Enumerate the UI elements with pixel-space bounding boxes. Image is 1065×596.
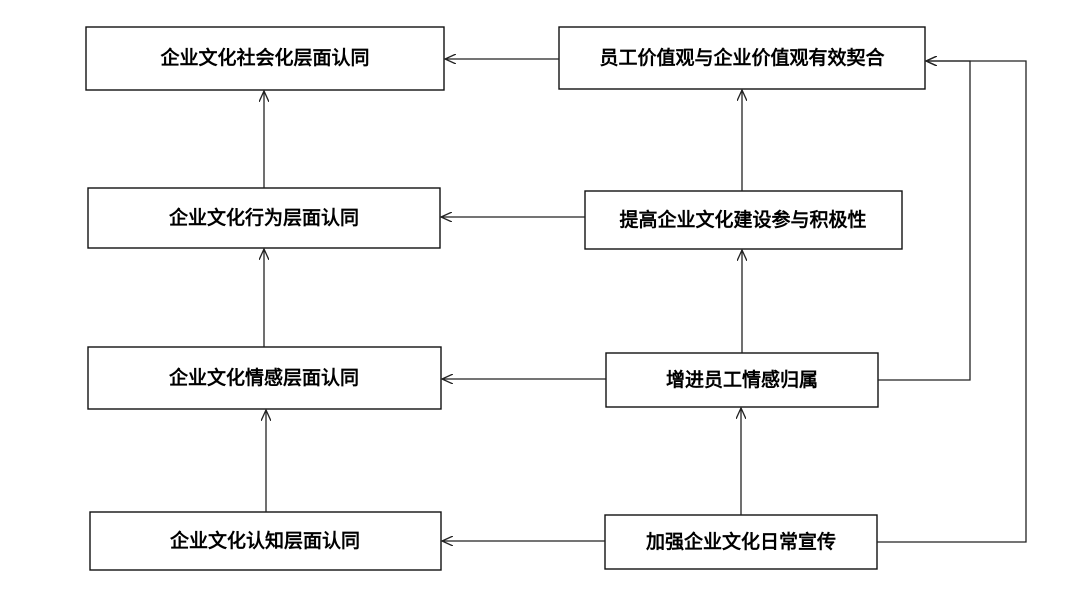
node-promotion-label: 加强企业文化日常宣传: [645, 530, 836, 553]
node-emotion-identity: 企业文化情感层面认同: [87, 346, 442, 410]
node-participation: 提高企业文化建设参与积极性: [584, 190, 903, 250]
node-value-fit: 员工价值观与企业价值观有效契合: [558, 26, 926, 90]
node-belonging: 增进员工情感归属: [605, 352, 879, 408]
node-cognition-identity-label: 企业文化认知层面认同: [169, 529, 360, 552]
node-social-identity-label: 企业文化社会化层面认同: [159, 46, 369, 69]
node-social-identity: 企业文化社会化层面认同: [85, 26, 445, 91]
arrow-promotion-to-value-fit: [877, 61, 1027, 543]
node-participation-label: 提高企业文化建设参与积极性: [619, 208, 866, 231]
node-emotion-identity-label: 企业文化情感层面认同: [168, 366, 359, 389]
node-behavior-identity-label: 企业文化行为层面认同: [168, 206, 359, 229]
node-cognition-identity: 企业文化认知层面认同: [89, 511, 442, 571]
node-behavior-identity: 企业文化行为层面认同: [87, 187, 441, 249]
node-promotion: 加强企业文化日常宣传: [604, 514, 878, 570]
node-belonging-label: 增进员工情感归属: [666, 368, 818, 391]
node-value-fit-label: 员工价值观与企业价值观有效契合: [599, 46, 885, 69]
